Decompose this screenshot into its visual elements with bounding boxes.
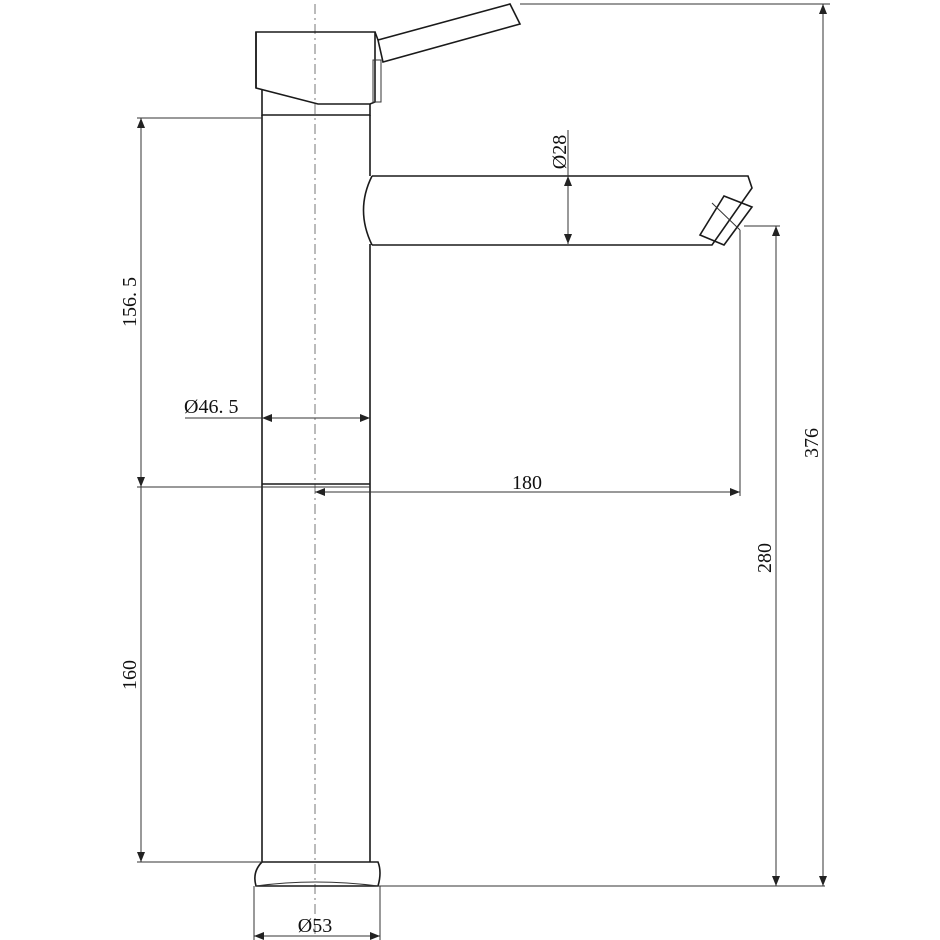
dim-spout-diameter-label: Ø28 [549, 135, 571, 169]
dim-body-diameter-label: Ø46. 5 [184, 396, 238, 418]
faucet-body [261, 115, 371, 862]
dim-spout-reach-label: 180 [512, 472, 542, 494]
dim-lower-body: 160 [119, 487, 262, 863]
dim-base-diameter: Ø53 [253, 886, 381, 940]
dim-upper-body: 156. 5 [119, 117, 262, 488]
dim-upper-body-label: 156. 5 [119, 277, 141, 327]
dim-lower-body-label: 160 [119, 660, 141, 690]
dim-overall-height-label: 376 [801, 428, 823, 458]
dim-body-diameter: Ø46. 5 [184, 396, 370, 422]
dim-overall-height: 376 [520, 3, 830, 886]
lever-handle [374, 3, 522, 63]
dim-spout-reach: 180 [315, 230, 741, 496]
spout [362, 175, 754, 246]
dim-spout-diameter: Ø28 [549, 130, 572, 244]
dim-spout-height-label: 280 [754, 543, 776, 573]
dim-spout-height: 280 [378, 225, 825, 887]
handle-cap [255, 31, 382, 105]
dim-base-diameter-label: Ø53 [298, 915, 332, 937]
faucet-base [254, 861, 381, 887]
